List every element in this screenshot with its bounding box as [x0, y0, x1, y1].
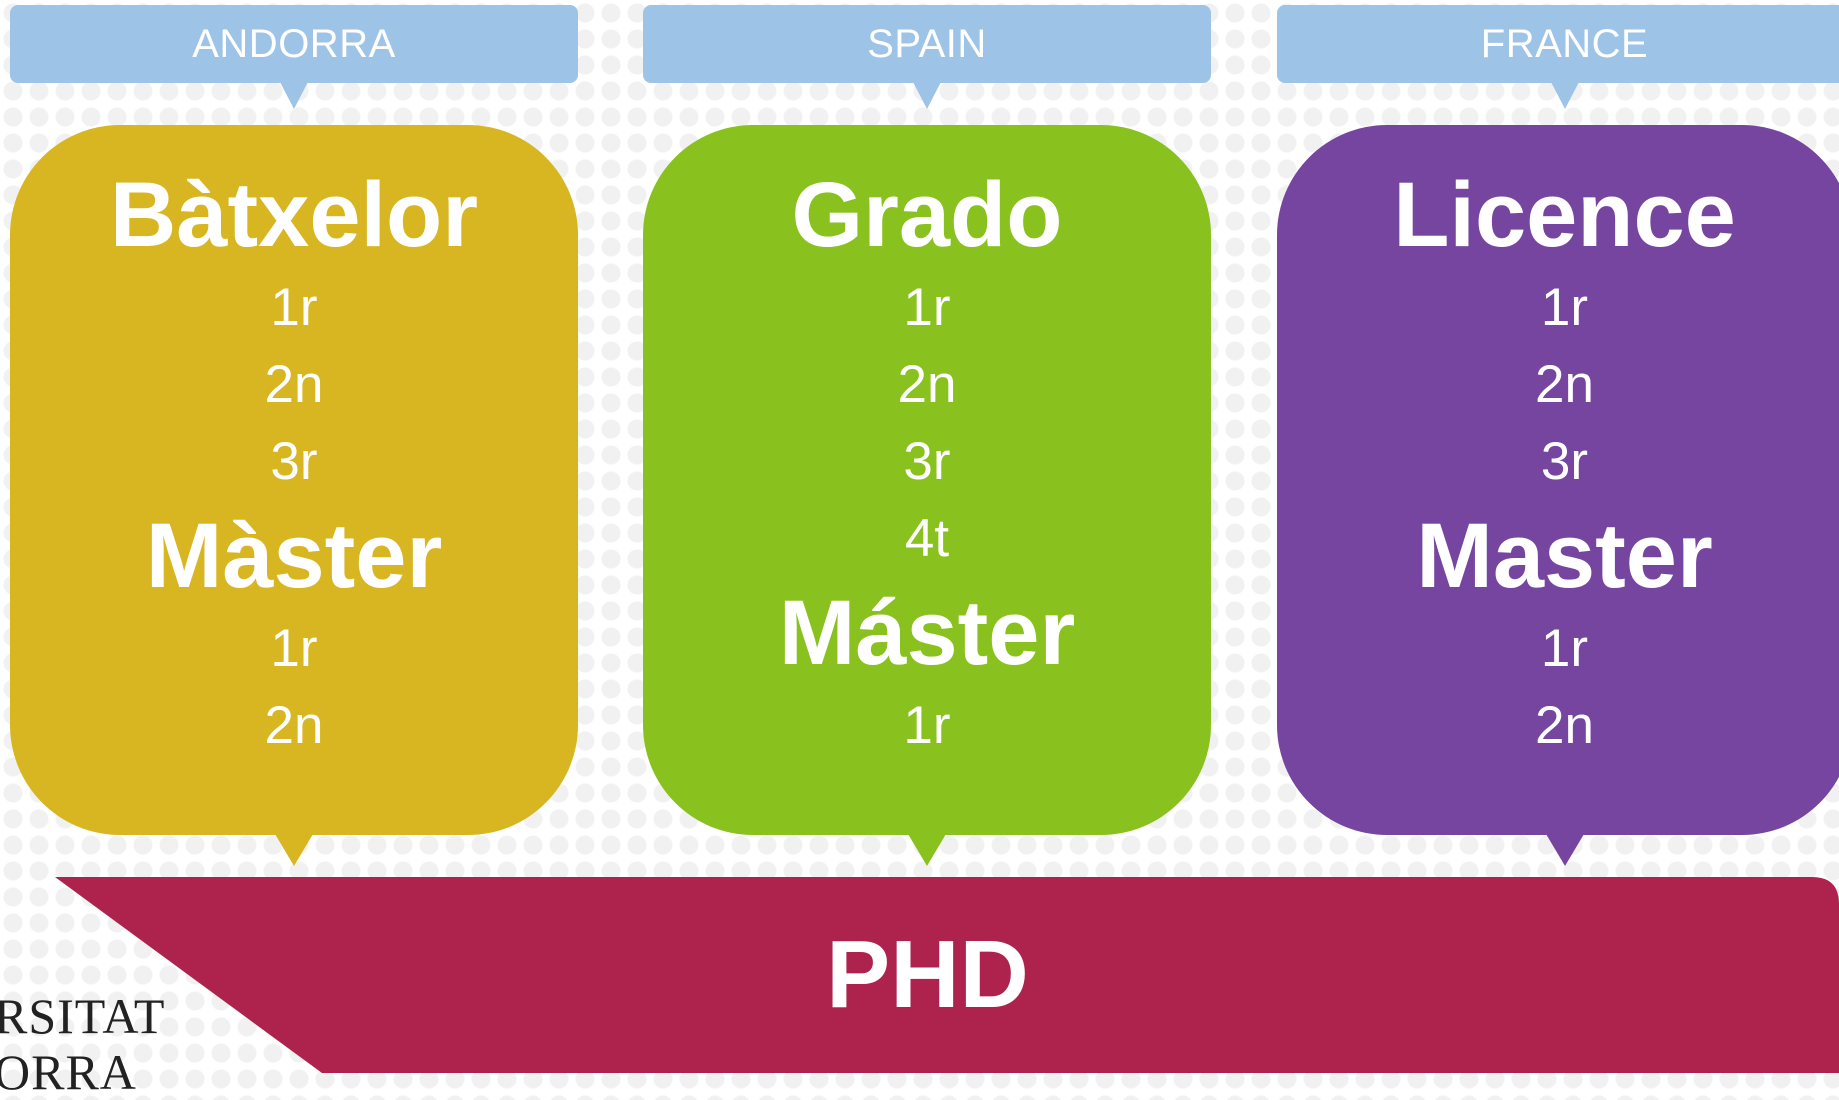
year-item: 1r	[1540, 619, 1589, 678]
year-item: 3r	[270, 432, 318, 491]
year-item: 1r	[903, 696, 951, 755]
degree-title: Bàtxelor	[109, 164, 479, 266]
year-item: 1r	[903, 278, 951, 337]
tab-pointer	[1550, 82, 1579, 109]
degree-title: Licence	[1393, 164, 1736, 266]
year-item: 2n	[264, 355, 324, 414]
master-title: Màster	[145, 505, 443, 607]
master-title: Master	[1416, 505, 1713, 607]
country-label: FRANCE	[1480, 21, 1649, 66]
year-item: 2n	[1535, 355, 1594, 414]
degree-card-spain: Grado 1r 2n 3r 4t Máster 1r	[643, 125, 1211, 866]
country-tab-spain: SPAIN	[643, 5, 1211, 109]
year-item: 3r	[1540, 432, 1589, 491]
year-item: 3r	[903, 432, 951, 491]
country-label: SPAIN	[867, 21, 987, 66]
country-tab-andorra: ANDORRA	[10, 5, 578, 109]
country-label: ANDORRA	[192, 21, 396, 66]
degree-title: Grado	[791, 164, 1063, 266]
card-pointer	[275, 834, 313, 866]
logo-line: ORRA	[0, 1044, 137, 1100]
year-item: 2n	[1535, 696, 1594, 755]
degree-card-france: Licence 1r 2n 3r Master 1r 2n	[1277, 125, 1839, 866]
phd-label: PHD	[826, 921, 1029, 1028]
year-item: 1r	[270, 619, 318, 678]
year-item: 1r	[1540, 278, 1589, 337]
year-item: 2n	[897, 355, 957, 414]
logo-line: RSITAT	[0, 988, 166, 1044]
year-item: 4t	[904, 509, 950, 568]
degree-card-andorra: Bàtxelor 1r 2n 3r Màster 1r 2n	[10, 125, 578, 866]
country-tab-france: FRANCE	[1277, 5, 1839, 109]
university-logo: RSITAT ORRA	[0, 988, 165, 1100]
card-pointer	[908, 834, 946, 866]
master-title: Máster	[778, 582, 1076, 684]
year-item: 2n	[264, 696, 324, 755]
tab-pointer	[280, 82, 308, 109]
year-item: 1r	[270, 278, 318, 337]
card-pointer	[1545, 834, 1584, 866]
tab-pointer	[913, 82, 941, 109]
phd-banner	[55, 877, 1839, 1073]
